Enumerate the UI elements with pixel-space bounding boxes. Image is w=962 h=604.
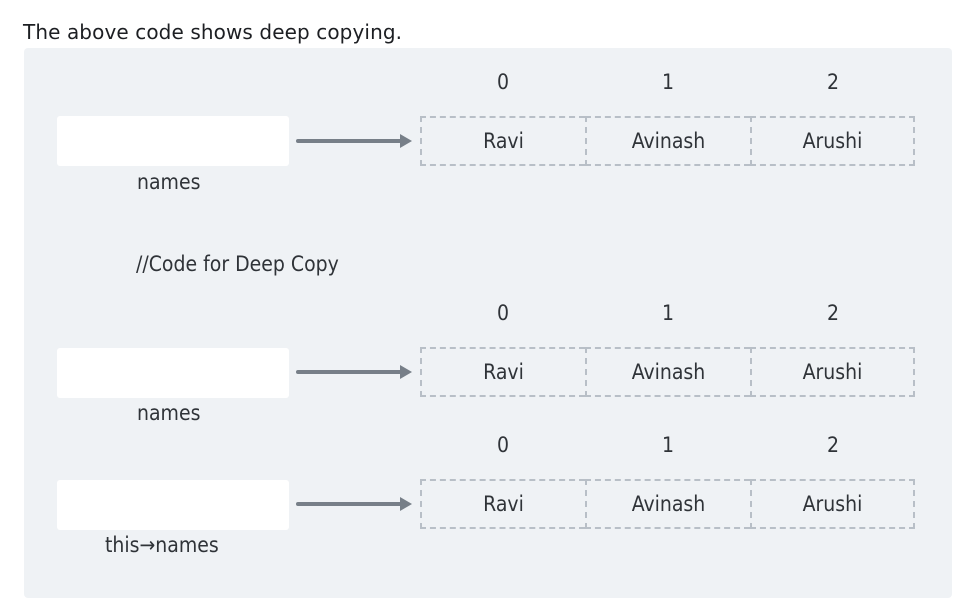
arrow-icon xyxy=(296,497,412,511)
pointer-label: names xyxy=(137,401,201,425)
code-comment: //Code for Deep Copy xyxy=(136,252,339,276)
index-label-1: 1 xyxy=(661,70,675,94)
array-cell-2: Arushi xyxy=(750,116,915,166)
index-label-0: 0 xyxy=(496,70,510,94)
array-cell-1: Avinash xyxy=(585,347,750,397)
index-label-0: 0 xyxy=(496,433,510,457)
index-label-2: 2 xyxy=(826,433,840,457)
arrow-icon xyxy=(296,134,412,148)
arrow-icon xyxy=(296,365,412,379)
caption-text: The above code shows deep copying. xyxy=(23,20,403,44)
index-label-1: 1 xyxy=(661,301,675,325)
pointer-box-names xyxy=(57,348,289,398)
deep-copy-diagram: 0 1 2 Ravi Avinash Arushi names //Code f… xyxy=(24,48,952,598)
array-cell-0: Ravi xyxy=(420,347,585,397)
index-label-2: 2 xyxy=(826,301,840,325)
array-cell-1: Avinash xyxy=(585,116,750,166)
index-label-2: 2 xyxy=(826,70,840,94)
pointer-label: names xyxy=(137,170,201,194)
pointer-box-this-names xyxy=(57,480,289,530)
array-cell-0: Ravi xyxy=(420,479,585,529)
index-label-1: 1 xyxy=(661,433,675,457)
diagram-panel: 0 1 2 Ravi Avinash Arushi names //Code f… xyxy=(24,48,952,598)
array-cell-1: Avinash xyxy=(585,479,750,529)
index-label-0: 0 xyxy=(496,301,510,325)
pointer-box-names xyxy=(57,116,289,166)
array-cell-2: Arushi xyxy=(750,479,915,529)
array-cell-0: Ravi xyxy=(420,116,585,166)
pointer-label: this→names xyxy=(105,533,219,557)
array-cell-2: Arushi xyxy=(750,347,915,397)
